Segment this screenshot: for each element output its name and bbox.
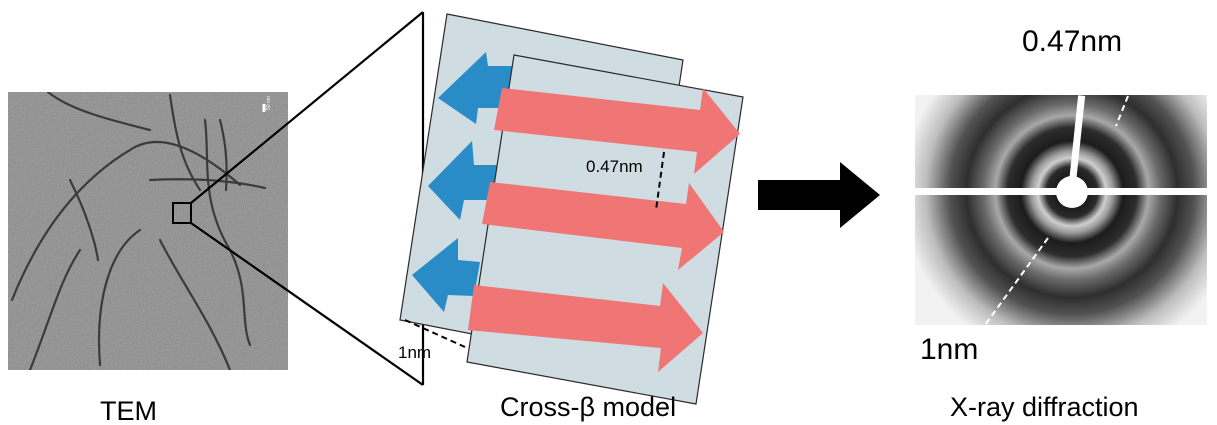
tem-panel: 50 nm TEM <box>8 92 288 425</box>
beam-stop-center <box>1056 176 1088 208</box>
blue-strand-arrow <box>428 141 500 220</box>
red-strand-arrow <box>468 283 703 372</box>
zoom-box <box>172 202 192 224</box>
sheet-spacing-marker <box>404 319 466 348</box>
beam-stop-vertical <box>1068 95 1086 193</box>
meridional-marker <box>1115 95 1129 127</box>
zoom-line-bottom <box>190 222 424 386</box>
fibrils <box>10 92 267 370</box>
diffraction-image <box>915 95 1207 325</box>
tem-caption: TEM <box>100 396 157 425</box>
fibril <box>28 248 82 370</box>
strand-spacing-label: 0.47nm <box>586 157 643 176</box>
sheet-spacing-label: 1nm <box>398 343 431 362</box>
fibril <box>46 92 152 132</box>
scale-bar-label: 50 nm <box>266 96 272 110</box>
tem-image <box>8 92 288 370</box>
blue-strand-arrow <box>412 238 480 312</box>
right-arrow-icon <box>758 162 880 228</box>
xray-caption: X-ray diffraction <box>950 392 1139 422</box>
meridional-label: 0.47nm <box>1022 25 1122 58</box>
fibril <box>68 178 100 262</box>
red-strand-arrow <box>494 88 740 174</box>
equatorial-marker <box>984 237 1049 326</box>
equatorial-label: 1nm <box>920 333 978 366</box>
fibril <box>148 178 267 190</box>
fibril <box>218 118 228 192</box>
model-caption: Cross-β model <box>500 392 676 422</box>
fibril <box>158 238 232 370</box>
zoom-line-top <box>190 11 424 204</box>
blue-strand-arrow <box>438 52 515 124</box>
xray-panel: 0.47nm 1nm X-ray diffraction <box>915 25 1207 422</box>
red-strand-arrow <box>482 182 724 270</box>
fibril <box>10 141 242 302</box>
cross-beta-model: 0.47nm 1nm Cross-β model <box>398 13 744 422</box>
fibril <box>97 228 142 367</box>
